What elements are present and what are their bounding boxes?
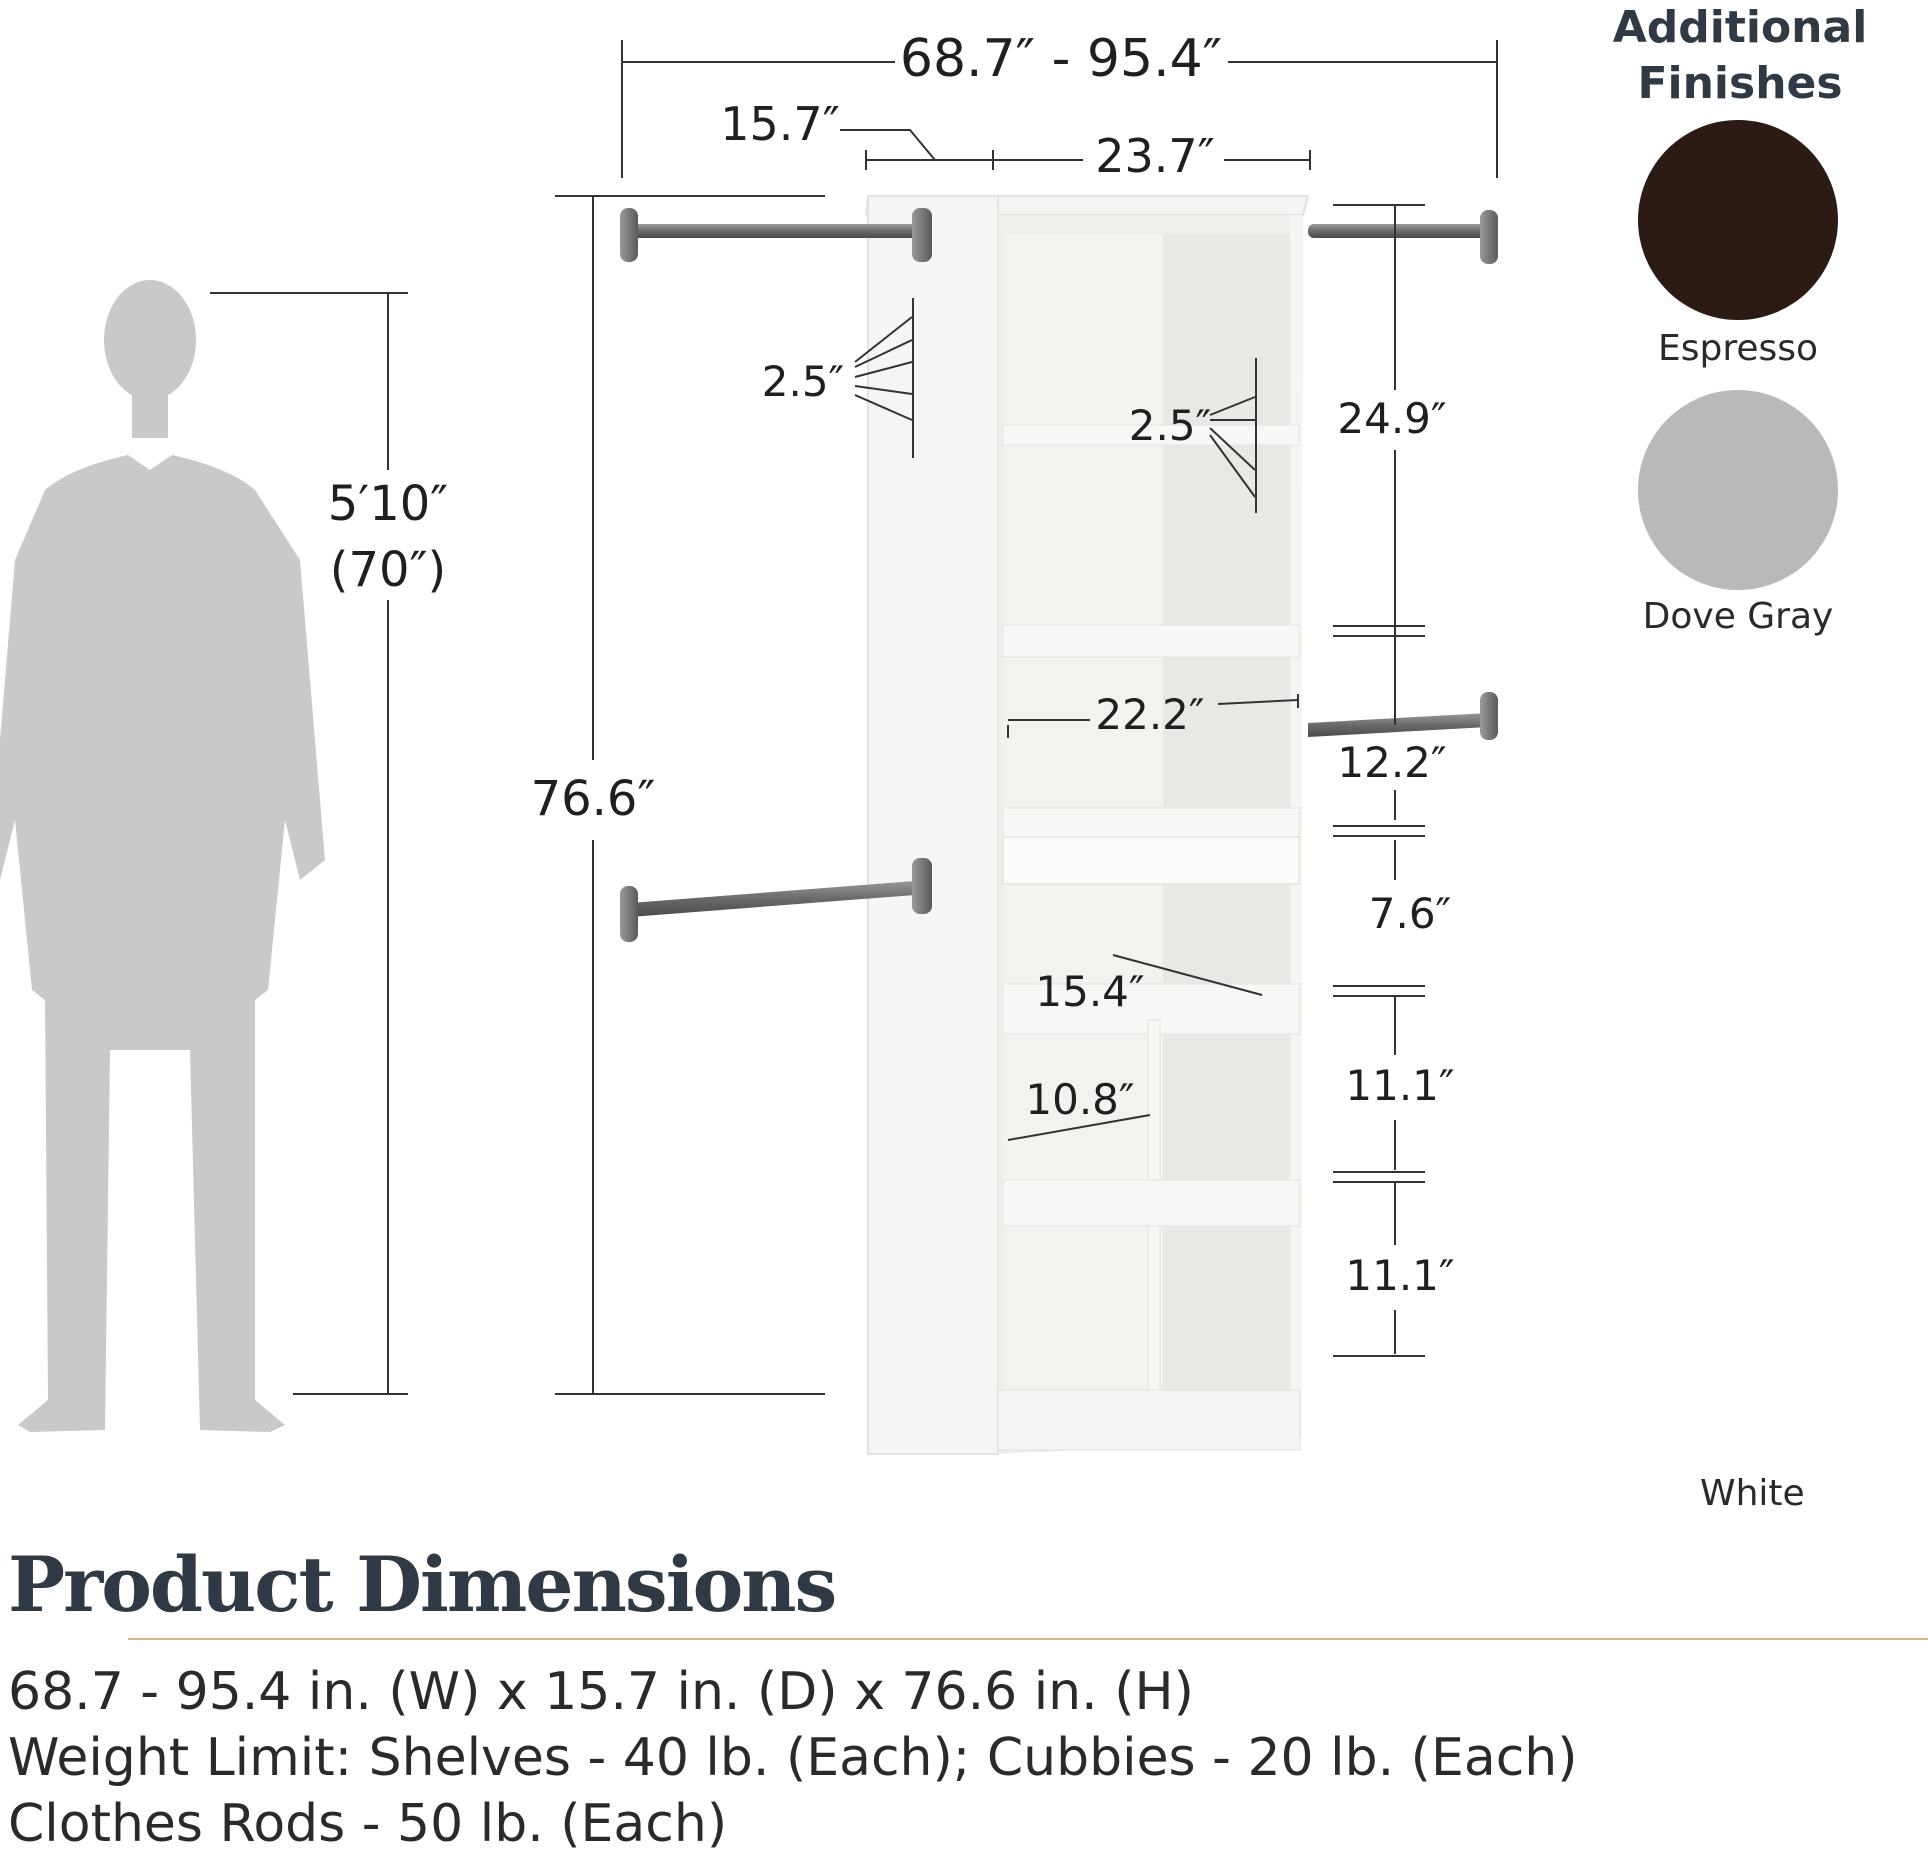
person-height-inches-label: (70″): [330, 542, 446, 598]
product-dimensions-heading: Product Dimensions: [8, 1540, 837, 1629]
person-silhouette: [0, 280, 325, 1432]
dimension-lines: [210, 40, 1498, 1395]
cubby-width-label: 10.8″: [1025, 1075, 1134, 1124]
dove-gray-swatch[interactable]: [1638, 390, 1838, 590]
clothes-rod-upper-left: [620, 208, 932, 262]
espresso-label: Espresso: [1657, 328, 1819, 369]
person-height-feet-label: 5′10″: [328, 476, 448, 532]
clothes-rod-lower-left: [620, 858, 932, 942]
depth-label: 15.7″: [720, 97, 840, 151]
drawer-gap-label: 7.6″: [1369, 889, 1451, 938]
cubby-height-lower-label: 11.1″: [1345, 1251, 1454, 1300]
dove-gray-label: Dove Gray: [1642, 596, 1834, 637]
section-divider: [128, 1638, 1928, 1640]
inner-peg-spacing-label: 2.5″: [1129, 401, 1211, 450]
overall-width-label: 68.7″ - 95.4″: [900, 29, 1222, 89]
current-finish-label: White: [1700, 1473, 1805, 1514]
closet-dimension-diagram: 68.7″ - 95.4″ 15.7″ 23.7″ 76.6″ 5′10″ (7…: [0, 29, 1498, 1455]
side-peg-spacing-label: 2.5″: [762, 357, 844, 406]
espresso-swatch[interactable]: [1638, 120, 1838, 320]
shelf-width-label: 22.2″: [1095, 690, 1204, 739]
tower-width-label: 23.7″: [1095, 129, 1215, 183]
middle-rod-gap-label: 12.2″: [1337, 738, 1446, 787]
spec-line-rod-limit: Clothes Rods - 50 lb. (Each): [8, 1794, 728, 1854]
overall-height-label: 76.6″: [531, 771, 656, 827]
clothes-rod-middle-right: [1308, 692, 1498, 740]
clothes-rod-upper-right: [1308, 210, 1498, 264]
upper-rod-gap-label: 24.9″: [1337, 394, 1446, 443]
spec-line-dimensions: 68.7 - 95.4 in. (W) x 15.7 in. (D) x 76.…: [8, 1662, 1194, 1722]
spec-line-weight-limit: Weight Limit: Shelves - 40 lb. (Each); C…: [8, 1728, 1578, 1788]
closet-tower: [864, 195, 1310, 1455]
cubby-height-upper-label: 11.1″: [1345, 1061, 1454, 1110]
additional-finishes-title: Additional Finishes: [1612, 2, 1868, 109]
shelf-depth-label: 15.4″: [1035, 967, 1144, 1016]
